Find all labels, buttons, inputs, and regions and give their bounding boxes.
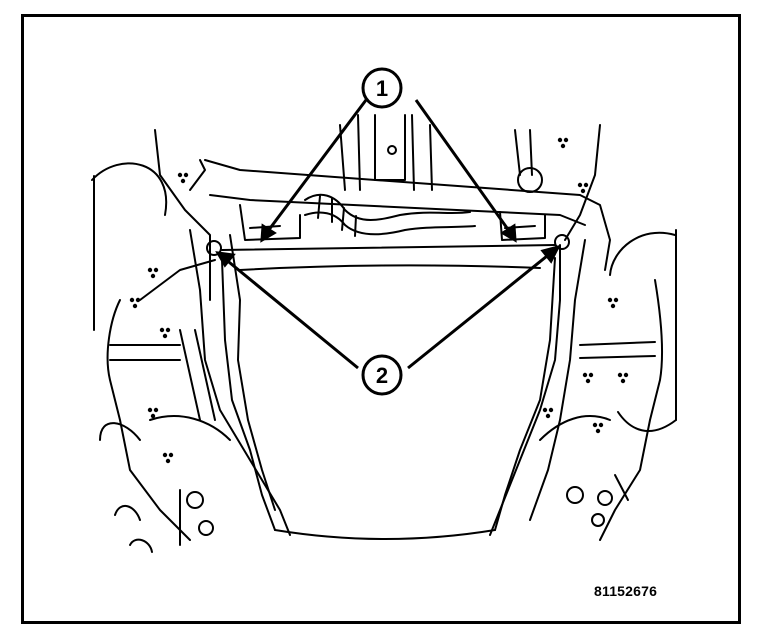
callout-2-circle — [361, 354, 403, 396]
upper-right-fitting — [514, 129, 543, 193]
callout-1-circle — [361, 67, 403, 109]
left-tire — [91, 162, 168, 441]
wiring-harness — [304, 193, 476, 237]
figure-frame — [21, 14, 741, 624]
callout-1-leaders — [260, 99, 517, 243]
right-frame-rail — [489, 124, 664, 541]
left-retaining-bolt — [206, 240, 222, 256]
transmission-oil-pan — [221, 244, 556, 540]
callout-2-leaders — [215, 244, 561, 370]
callout-1: 1 — [361, 67, 403, 109]
lower-right-fasteners — [566, 474, 629, 527]
right-retaining-bolt — [554, 234, 570, 250]
left-frame-rail — [106, 129, 291, 541]
callout-2-number: 2 — [376, 363, 388, 388]
lower-left-fasteners — [114, 489, 214, 553]
right-tire — [609, 229, 677, 432]
cooler-line-left — [109, 329, 216, 421]
callout-1-number: 1 — [376, 76, 388, 101]
callout-2: 2 — [361, 354, 403, 396]
figure-id: 81152676 — [594, 583, 658, 599]
cooler-line-right — [579, 341, 656, 359]
casting-texture — [129, 137, 629, 464]
